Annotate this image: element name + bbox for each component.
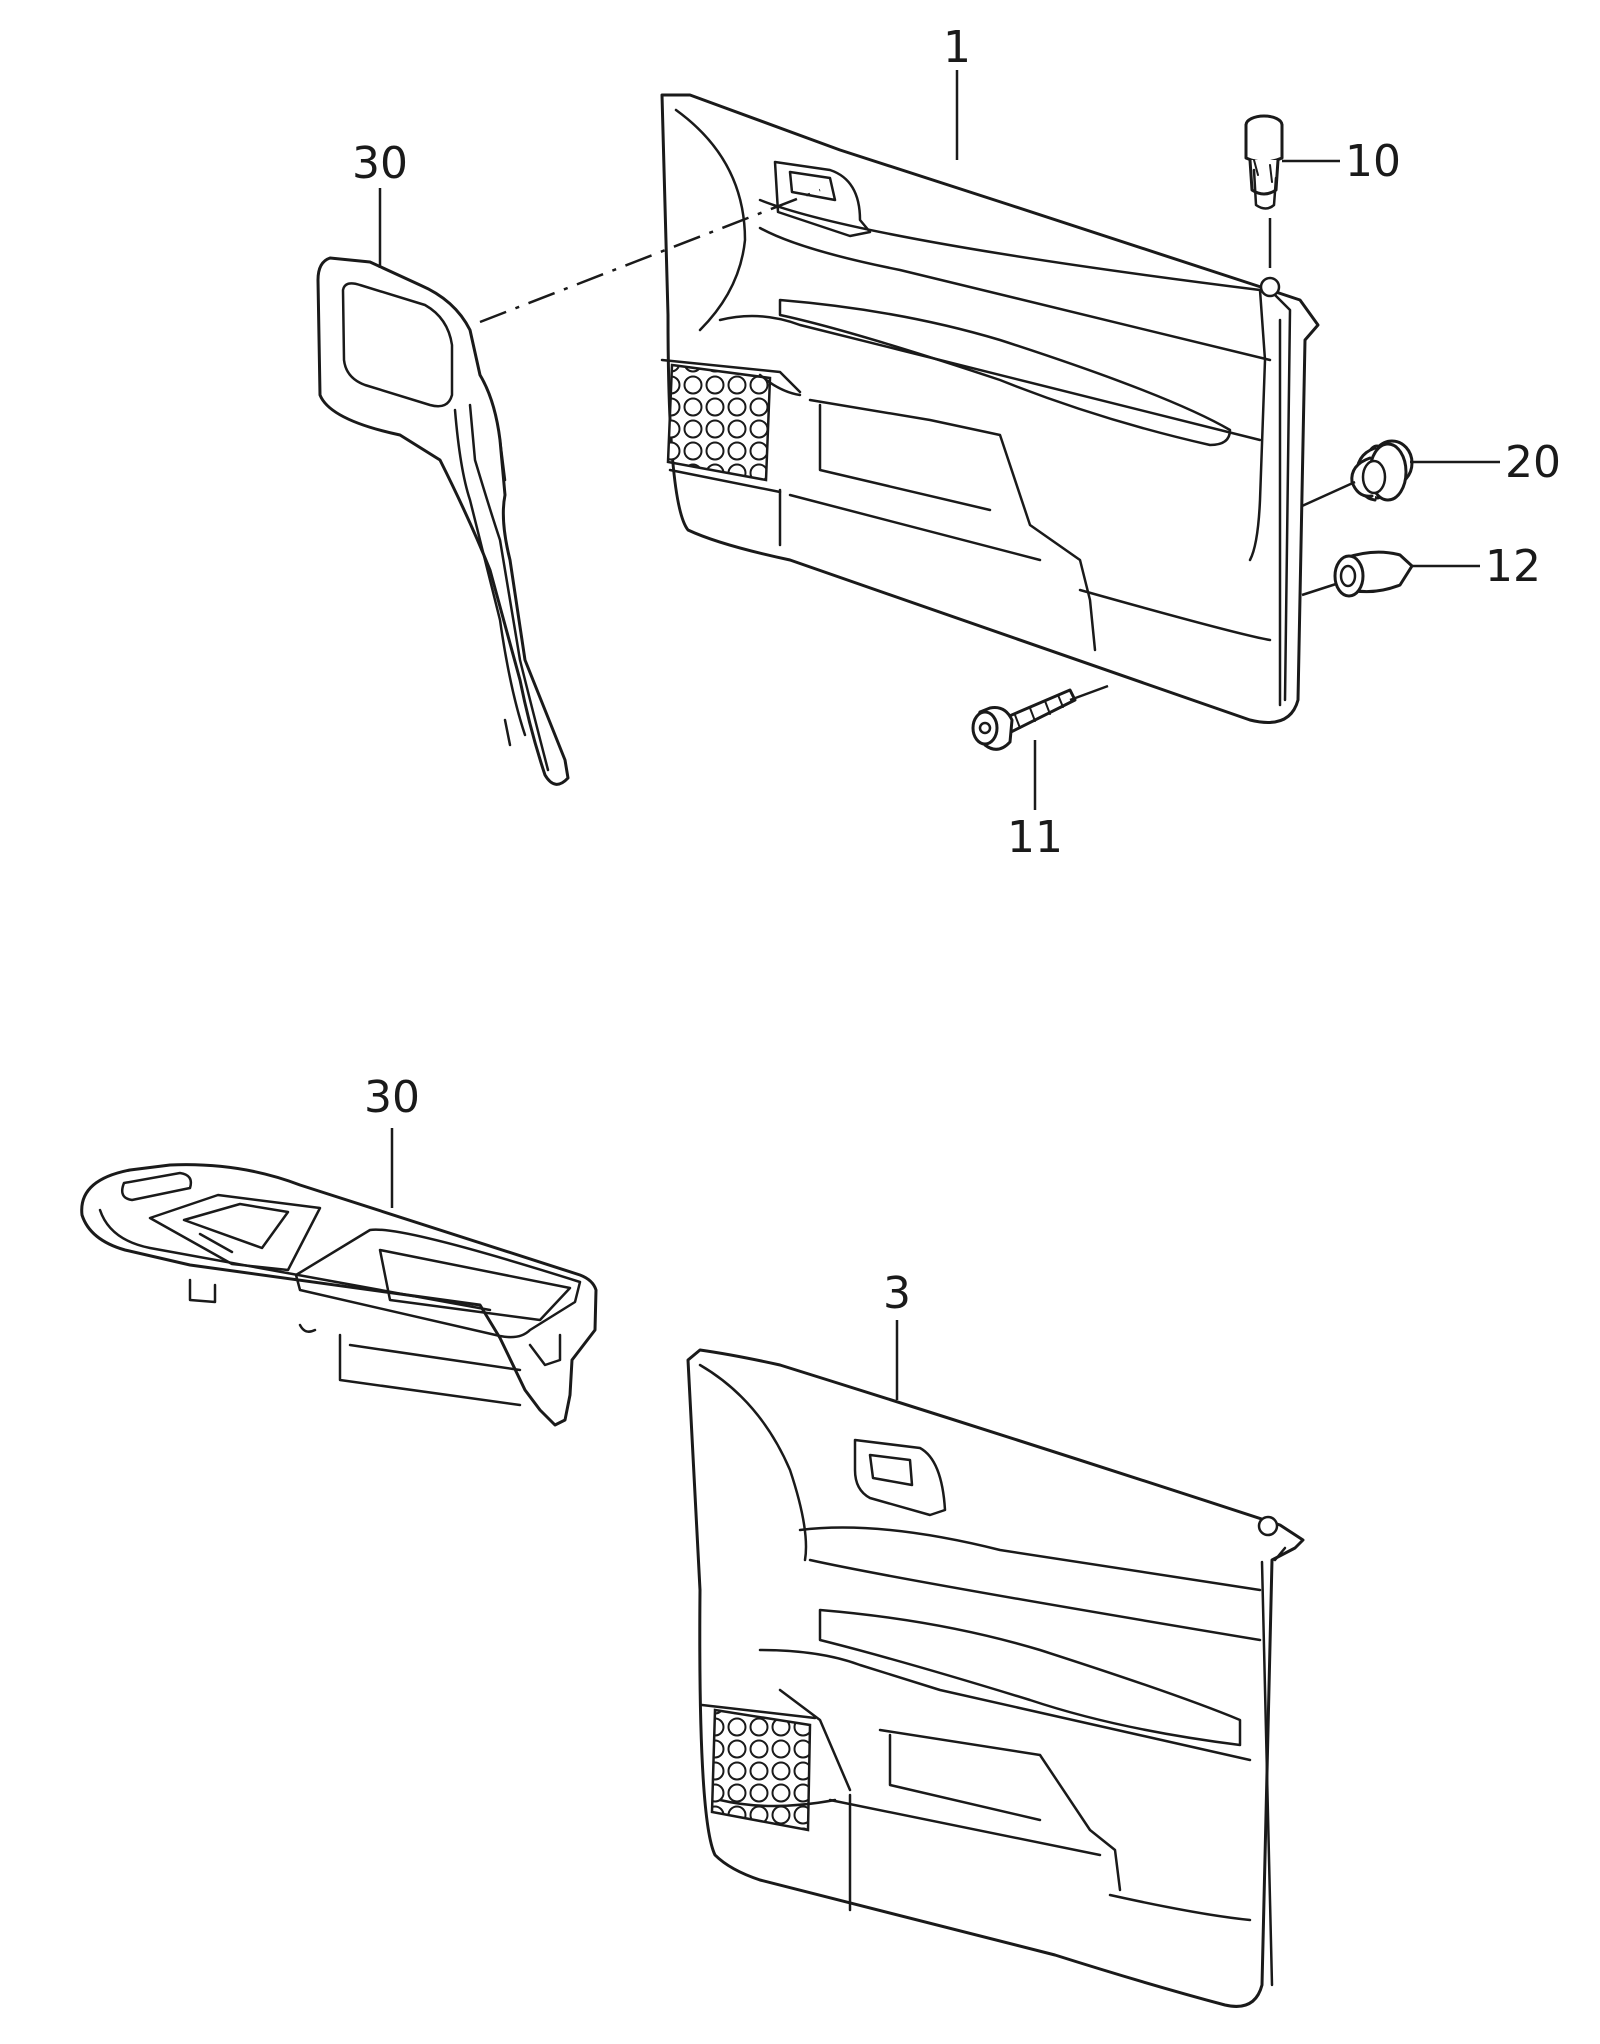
callout-20: 20 [1505, 437, 1561, 488]
callout-10: 10 [1345, 136, 1401, 187]
callout-1: 1 [943, 22, 971, 73]
grab-handle-trim [316, 256, 570, 786]
clip-12 [1333, 550, 1414, 598]
leader-20-panel [1301, 480, 1356, 508]
leader-12-panel [1301, 582, 1337, 597]
callout-30-top: 30 [352, 138, 408, 189]
dashdot-30-top [479, 188, 821, 324]
callout-30-bottom: 30 [364, 1072, 420, 1123]
window-switch-bezel [80, 1163, 598, 1427]
callout-12: 12 [1485, 541, 1541, 592]
callout-3: 3 [883, 1268, 911, 1319]
door-panel-rear [686, 1348, 1305, 2008]
clip-20 [1350, 439, 1414, 502]
callout-11: 11 [1007, 812, 1063, 863]
leader-11-panel [1069, 684, 1109, 702]
screw-11 [971, 688, 1077, 751]
door-panel-front [660, 93, 1320, 724]
clip-10 [1244, 114, 1284, 210]
